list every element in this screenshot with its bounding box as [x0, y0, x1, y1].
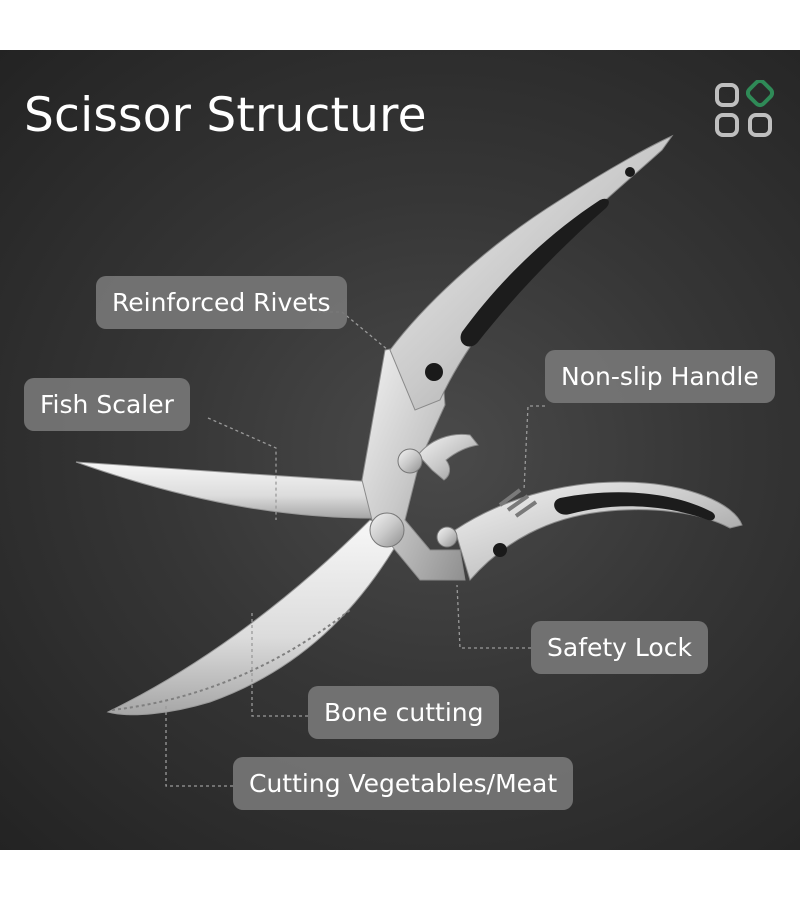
lower-grip: [554, 492, 715, 521]
upper-grip: [460, 198, 609, 347]
label-cutting-vegetables-meat: Cutting Vegetables/Meat: [233, 757, 574, 810]
safety-lock: [417, 433, 479, 481]
page-title: Scissor Structure: [24, 88, 427, 143]
label-safety-lock: Safety Lock: [531, 621, 708, 674]
brand-logo-icon: [715, 80, 775, 137]
upper-blade: [75, 461, 393, 519]
label-fish-scaler: Fish Scaler: [24, 378, 190, 431]
product-panel: Scissor Structure: [0, 50, 800, 850]
label-non-slip-handle: Non-slip Handle: [545, 350, 775, 403]
label-bone-cutting: Bone cutting: [308, 686, 500, 739]
rivet-main: [369, 512, 405, 548]
label-reinforced-rivets: Reinforced Rivets: [96, 276, 347, 329]
rivet-lock: [436, 526, 458, 548]
rivet-upper: [397, 448, 423, 474]
